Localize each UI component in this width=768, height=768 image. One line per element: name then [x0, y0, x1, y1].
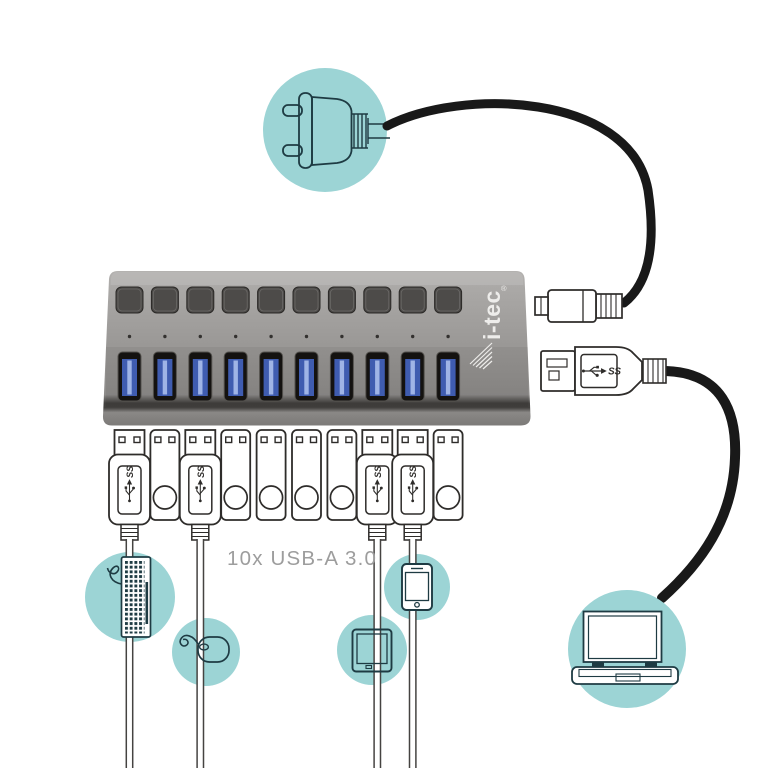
usb-cable-plug: [108, 429, 151, 541]
usb-a-port: [436, 351, 461, 402]
usb-cable-plug: [391, 429, 435, 541]
usb-stick-plug: [432, 429, 464, 521]
usb-a-port: [259, 351, 284, 402]
hub-buttons: [115, 286, 463, 314]
brand-text: i-tec: [479, 290, 505, 340]
hub-ports: [117, 351, 461, 402]
usb-stick-plug: [326, 429, 358, 521]
eu-power-plug-icon: [282, 92, 390, 169]
usb-hub: i-tec ®: [102, 271, 531, 426]
hub-led: [446, 334, 450, 339]
hub-led: [163, 334, 167, 339]
usb-stick-plug: [149, 429, 181, 521]
hub-button-bevel: [117, 288, 142, 312]
hub-button-bevel: [223, 288, 248, 312]
usb-b-connector-icon: [540, 346, 667, 396]
hub-button-bevel: [329, 288, 354, 312]
hub-button-bevel: [400, 288, 425, 312]
hub-power-button: [257, 286, 286, 314]
hub-power-button: [398, 286, 427, 314]
device-cable: [196, 539, 205, 768]
brand-registered-mark: ®: [501, 284, 507, 293]
usb-a-port: [117, 351, 142, 402]
hub-power-button: [150, 286, 179, 314]
hub-leds: [127, 334, 450, 339]
usb-cable-plug: [178, 429, 222, 541]
hub-power-button: [327, 286, 356, 314]
itec-logo: i-tec ®: [469, 284, 507, 370]
usb-a-port: [329, 351, 354, 402]
caption-text: 10x USB-A 3.0: [227, 547, 377, 570]
itec-wing-icon: [469, 342, 493, 370]
teal-circle: [263, 68, 387, 192]
usb-a-port: [294, 351, 319, 402]
usb-stick-plug: [220, 429, 252, 521]
usb-a-port: [152, 351, 177, 402]
usb-cable-plug: [355, 429, 399, 541]
hub-button-bevel: [152, 288, 177, 312]
hub-led: [198, 334, 202, 339]
tablet-icon: [351, 628, 393, 673]
usb-a-port: [365, 351, 390, 402]
dc-barrel-plug-icon: [534, 289, 623, 323]
hub-top-highlight: [110, 272, 524, 285]
usb-connector-row: [108, 429, 464, 541]
hub-power-button: [292, 286, 321, 314]
mouse-badge: [172, 618, 240, 686]
hub-led: [234, 334, 238, 339]
hub-power-button: [186, 286, 215, 314]
power-plug-badge: [263, 68, 390, 192]
uplink-cable: [657, 366, 741, 603]
usb-a-port: [188, 351, 213, 402]
usb-a-port: [400, 351, 425, 402]
power-cable: [382, 99, 656, 308]
device-cable: [373, 539, 382, 768]
hub-led: [411, 334, 415, 339]
hub-led: [127, 334, 132, 339]
usb-stick-plug: [291, 429, 322, 521]
hub-led: [375, 334, 379, 339]
hub-led: [340, 334, 344, 339]
hub-button-bevel: [436, 288, 461, 312]
hub-power-button: [115, 286, 144, 314]
hub-button-bevel: [188, 288, 213, 312]
usb-stick-plug: [255, 429, 287, 521]
usb-a-port: [223, 351, 248, 402]
hub-button-bevel: [365, 288, 390, 312]
hub-button-bevel: [259, 288, 284, 312]
tablet-badge: [337, 615, 407, 685]
hub-led: [269, 334, 273, 339]
laptop-badge: [568, 590, 686, 708]
hub-led: [304, 334, 309, 339]
hub-button-bevel: [294, 288, 319, 312]
smartphone-icon: [401, 563, 433, 611]
laptop-icon: [571, 610, 679, 685]
hub-power-button: [434, 286, 463, 314]
keyboard-icon: [106, 556, 152, 638]
hub-power-button: [363, 286, 392, 314]
mouse-icon: [179, 634, 230, 663]
hub-power-button: [221, 286, 250, 314]
